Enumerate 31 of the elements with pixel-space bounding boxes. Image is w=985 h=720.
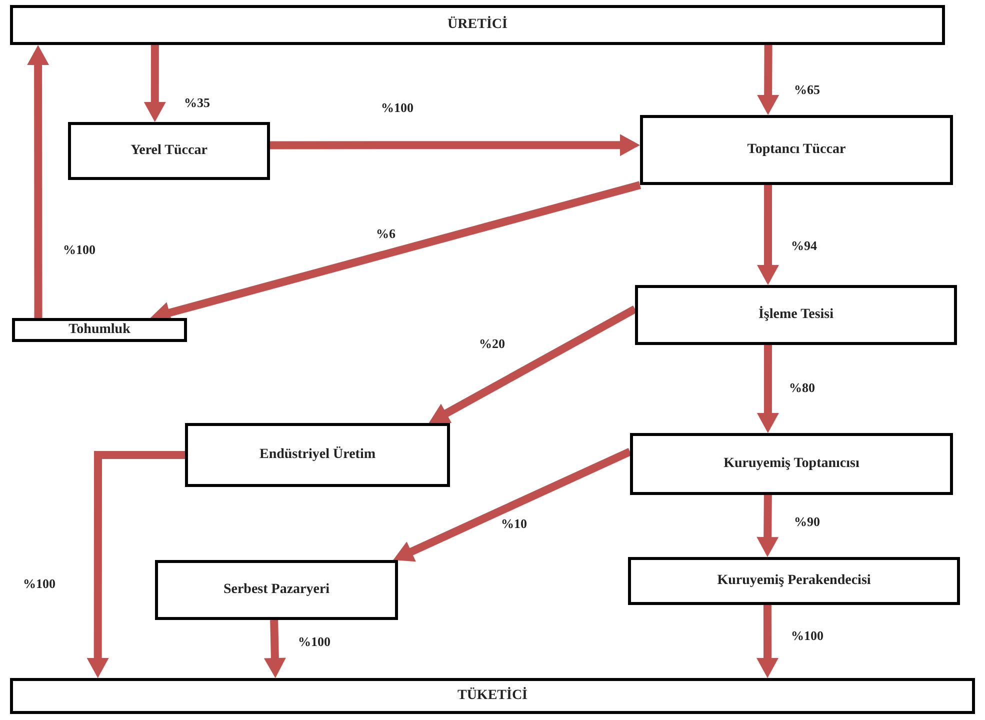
flow-box bbox=[12, 318, 187, 342]
box-label: İşleme Tesisi bbox=[758, 307, 834, 323]
flow-box bbox=[640, 115, 953, 185]
flow-box bbox=[630, 433, 953, 495]
box-label: Toptancı Tüccar bbox=[747, 142, 846, 158]
box-label: Kuruyemiş Toptanıcısı bbox=[724, 456, 860, 472]
arrow bbox=[756, 345, 779, 433]
flow-box bbox=[10, 678, 975, 714]
flow-box bbox=[628, 557, 960, 605]
box-label: Yerel Tüccar bbox=[130, 143, 208, 159]
box-label: Serbest Pazaryeri bbox=[223, 582, 330, 598]
box-label: TÜKETİCİ bbox=[457, 688, 528, 704]
arrow bbox=[144, 45, 166, 122]
flow-box bbox=[68, 122, 270, 180]
box-label: ÜRETİCİ bbox=[448, 17, 508, 33]
flow-box bbox=[10, 5, 945, 45]
box-label: Tohumluk bbox=[68, 322, 130, 338]
flow-box bbox=[155, 560, 398, 620]
box-label: Kuruyemiş Perakendecisi bbox=[717, 573, 871, 589]
box-label: Endüstriyel Üretim bbox=[259, 447, 376, 463]
flow-box bbox=[185, 423, 450, 487]
arrow bbox=[756, 605, 778, 678]
arrow bbox=[391, 448, 632, 564]
arrow bbox=[86, 451, 185, 678]
arrow bbox=[757, 185, 779, 285]
arrow bbox=[756, 494, 779, 558]
arrow bbox=[264, 620, 286, 678]
arrow bbox=[27, 45, 50, 318]
arrow bbox=[757, 44, 780, 116]
flow-box bbox=[635, 285, 957, 345]
arrow bbox=[270, 134, 640, 156]
